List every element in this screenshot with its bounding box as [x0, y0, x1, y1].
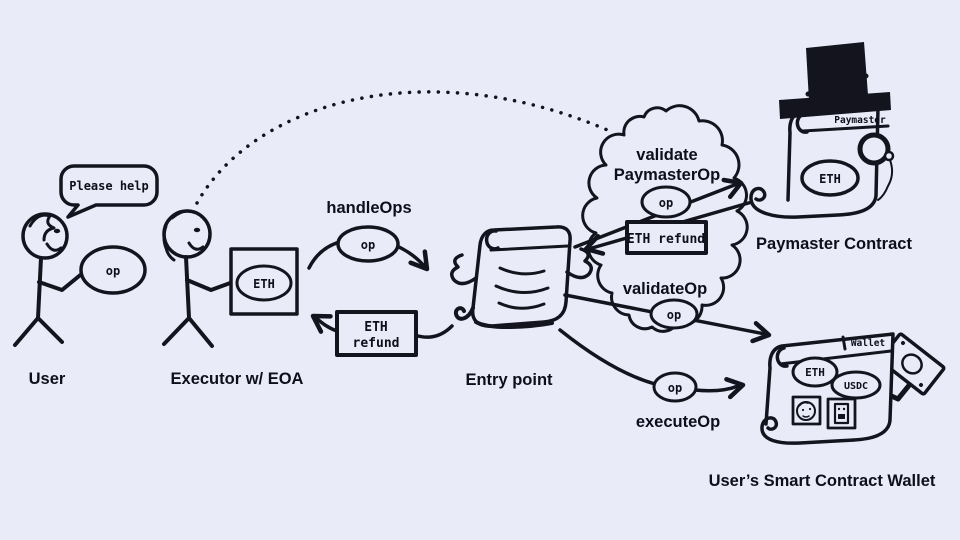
- wallet-eth-text: ETH: [805, 366, 825, 379]
- eth-refund-box: [335, 310, 418, 357]
- user-op-text: op: [106, 264, 120, 278]
- execute-op-arrow: [558, 328, 740, 393]
- validate-paymaster-op-label-line2: PaymasterOp: [614, 166, 720, 184]
- arrowhead-icon: [724, 377, 746, 400]
- user-op-bubble: [79, 245, 147, 295]
- executor-eth-coin: [235, 264, 293, 302]
- wallet-usdc-text: USDC: [844, 381, 868, 392]
- handle-ops-op-text: op: [361, 238, 375, 252]
- paymaster-scroll-band: [801, 124, 890, 133]
- handle-ops-op-bubble: [336, 225, 400, 263]
- arrowhead-icon: [750, 321, 772, 344]
- smart-contract-wallet: Wallet ETH USDC User’s Smart Contract Wa…: [709, 332, 946, 490]
- entry-left-hand: [450, 253, 478, 286]
- user-body: [36, 256, 43, 320]
- execute-op-bubble: [652, 371, 698, 403]
- wallet-usdc-coin: [830, 370, 882, 400]
- user-legs: [13, 316, 64, 347]
- entry-scroll-lines: [494, 266, 550, 310]
- entry-scroll-bottom-curl: [453, 306, 554, 330]
- executor-eth-text: ETH: [253, 277, 275, 291]
- wallet-scroll-curl: [775, 346, 789, 368]
- user-label: User: [29, 370, 66, 388]
- executor-hair: [162, 209, 196, 262]
- validate-paymaster-op-bubble: [640, 185, 692, 219]
- execute-op-label: executeOp: [636, 413, 720, 431]
- arrowhead-icon: [310, 313, 333, 334]
- paymaster-contract: Paymaster ETH Paymaster Contract: [749, 42, 912, 253]
- speech-bubble: [59, 164, 159, 219]
- paymaster-eth-text: ETH: [819, 172, 841, 186]
- paymaster-label: Paymaster Contract: [756, 235, 912, 253]
- entry-scroll-body: [470, 225, 572, 328]
- user-hair: [28, 213, 56, 242]
- eth-refund-to-entry-text: ETH refund: [627, 232, 705, 247]
- handle-ops-label: handleOps: [326, 199, 411, 217]
- arrowhead-icon: [583, 233, 606, 256]
- executor-actor: ETH Executor w/ EOA: [162, 209, 304, 388]
- eth-refund-to-entry-box: [625, 220, 708, 255]
- validation-cloud: op ETH refund op validate PaymasterOp va…: [563, 104, 772, 344]
- wallet-eth-coin: [791, 356, 839, 388]
- eth-refund-line2: refund: [353, 336, 400, 351]
- monocle-icon: [857, 132, 895, 201]
- validate-op-label: validateOp: [623, 280, 707, 298]
- execute-op-flow: op executeOp: [558, 328, 746, 431]
- executor-body: [184, 255, 191, 320]
- arrowhead-icon: [721, 177, 744, 200]
- entry-scroll-band: [489, 244, 570, 252]
- user-eye: [53, 228, 61, 234]
- arrowhead-icon: [408, 249, 430, 272]
- user-arm: [37, 270, 86, 292]
- eth-refund-line1: ETH: [364, 320, 387, 335]
- portrait-nft-icon: [791, 395, 822, 426]
- top-hat-icon: [779, 42, 891, 119]
- validate-op-op-text: op: [667, 308, 681, 322]
- executor-arm: [185, 278, 235, 292]
- entry-point-contract: Entry point: [450, 225, 593, 389]
- executor-legs: [162, 316, 214, 348]
- user-mouth: [45, 242, 63, 252]
- execute-op-op-text: op: [668, 381, 682, 395]
- eth-refund-to-executor-flow: ETH refund: [310, 310, 454, 357]
- validate-paymaster-op-op-text: op: [659, 196, 673, 210]
- validate-paymaster-op-label-line1: validate: [636, 146, 697, 164]
- user-actor: Please help op User: [13, 164, 159, 388]
- paymaster-eth-coin: [800, 159, 860, 197]
- validate-op-bubble: [649, 298, 699, 330]
- robot-nft-icon: [826, 397, 857, 430]
- executor-stick-figure: [162, 209, 235, 348]
- dotted-arc: [195, 90, 614, 205]
- user-stick-figure: [13, 212, 86, 347]
- executor-label: Executor w/ EOA: [171, 370, 304, 388]
- handle-ops-flow: op handleOps: [307, 199, 430, 272]
- wallet-label: User’s Smart Contract Wallet: [709, 472, 936, 490]
- cloud-outline: [581, 104, 749, 333]
- executor-eye: [193, 227, 201, 233]
- speech-bubble-text: Please help: [69, 179, 148, 193]
- paymaster-scroll-tag: Paymaster: [834, 115, 886, 126]
- wallet-scroll-tag: Wallet: [851, 338, 885, 349]
- entry-point-label: Entry point: [465, 371, 553, 389]
- executor-mouth: [187, 241, 205, 251]
